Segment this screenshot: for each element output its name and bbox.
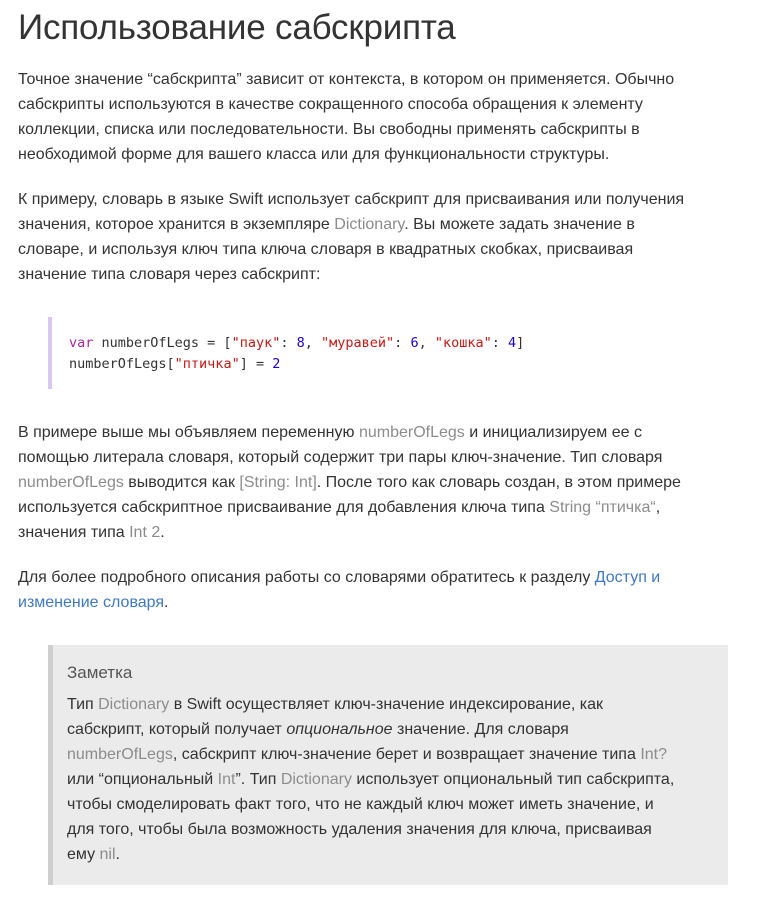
code-line-2: numberOfLegs["птичка"] = 2 bbox=[69, 356, 281, 372]
emphasis: опциональное bbox=[286, 721, 393, 738]
page-title: Использование сабскрипта bbox=[18, 8, 456, 47]
note-line: или “опциональный Int”. Тип Dictionary и… bbox=[67, 771, 675, 788]
code-term: Dictionary bbox=[98, 696, 170, 713]
note-line: numberOfLegs, сабскрипт ключ-значение бе… bbox=[67, 746, 667, 763]
code-term: numberOfLegs bbox=[358, 424, 465, 441]
intro-line-1: Точное значение “сабскрипта” зависит от … bbox=[18, 71, 675, 88]
dictionary-access-link[interactable]: Доступ и bbox=[594, 569, 661, 586]
paragraph-line: К примеру, словарь в языке Swift использ… bbox=[18, 191, 685, 208]
intro-line-4: необходимой форме для вашего класса или … bbox=[18, 146, 610, 163]
paragraph-line: значения типа Int 2. bbox=[18, 524, 165, 541]
code-term-dictionary: Dictionary bbox=[334, 216, 405, 233]
paragraph-line: значение типа словаря через сабскрипт: bbox=[18, 266, 321, 283]
code-line-1: var numberOfLegs = ["паук": 8, "муравей"… bbox=[69, 335, 525, 351]
keyword-var: var bbox=[69, 335, 94, 351]
intro-paragraph: Точное значение “сабскрипта” зависит от … bbox=[18, 67, 740, 167]
code-example-block: var numberOfLegs = ["паук": 8, "муравей"… bbox=[48, 317, 740, 389]
code-term: numberOfLegs bbox=[18, 474, 124, 491]
reference-paragraph: Для более подробного описания работы со … bbox=[18, 565, 740, 615]
paragraph-line: словаре, и используя ключ типа ключа сло… bbox=[18, 241, 634, 258]
note-line: чтобы смоделировать факт того, что не ка… bbox=[67, 796, 654, 813]
paragraph-line: В примере выше мы объявляем переменную n… bbox=[18, 424, 642, 441]
code-term: Dictionary bbox=[280, 771, 352, 788]
note-callout: Заметка Тип Dictionary в Swift осуществл… bbox=[48, 645, 728, 885]
paragraph-line: значения, которое хранится в экземпляре … bbox=[18, 216, 635, 233]
intro-line-3: коллекции, списка или последовательности… bbox=[18, 121, 640, 138]
swift-dictionary-paragraph: К примеру, словарь в языке Swift использ… bbox=[18, 187, 740, 287]
note-line: ему nil. bbox=[67, 846, 120, 863]
intro-line-2: сабскрипты используются в качестве сокра… bbox=[18, 96, 643, 113]
paragraph-line: изменение словаря. bbox=[18, 594, 169, 611]
dictionary-access-link-cont[interactable]: изменение словаря bbox=[18, 594, 165, 611]
code-term: nil bbox=[99, 846, 116, 863]
code-term: Int? bbox=[640, 746, 667, 763]
note-line: сабскрипт, который получает опциональное… bbox=[67, 721, 569, 738]
paragraph-line: помощью литерала словаря, который содерж… bbox=[18, 449, 663, 466]
paragraph-line: Для более подробного описания работы со … bbox=[18, 569, 661, 586]
code-term: numberOfLegs bbox=[67, 746, 173, 763]
note-line: для того, чтобы была возможность удалени… bbox=[67, 821, 652, 838]
note-body: Тип Dictionary в Swift осуществляет ключ… bbox=[67, 692, 727, 867]
paragraph-line: numberOfLegs выводится как [String: Int]… bbox=[18, 474, 681, 491]
paragraph-line: используется сабскриптное присваивание д… bbox=[18, 499, 661, 516]
note-title: Заметка bbox=[67, 663, 133, 682]
note-line: Тип Dictionary в Swift осуществляет ключ… bbox=[67, 696, 604, 713]
code-term: Int bbox=[217, 771, 236, 788]
code-term: Int 2 bbox=[129, 524, 161, 541]
code-term: [String: Int] bbox=[239, 474, 317, 491]
code-term: String “птичка“ bbox=[549, 499, 656, 516]
example-explanation-paragraph: В примере выше мы объявляем переменную n… bbox=[18, 420, 740, 545]
